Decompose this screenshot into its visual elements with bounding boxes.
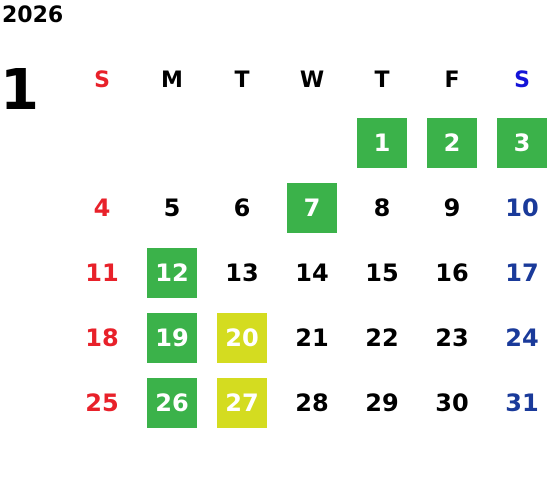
day-cell-27[interactable]: 27 bbox=[207, 370, 277, 435]
day-number: 23 bbox=[435, 323, 469, 352]
day-number: 3 bbox=[497, 117, 547, 168]
day-number: 6 bbox=[233, 193, 251, 222]
empty-day-cell bbox=[67, 110, 137, 175]
day-cell-25[interactable]: 25 bbox=[67, 370, 137, 435]
day-cell-31[interactable]: 31 bbox=[487, 370, 548, 435]
day-cell-28[interactable]: 28 bbox=[277, 370, 347, 435]
day-cell-20[interactable]: 20 bbox=[207, 305, 277, 370]
day-number: 17 bbox=[505, 258, 539, 287]
day-cell-23[interactable]: 23 bbox=[417, 305, 487, 370]
day-cell-7[interactable]: 7 bbox=[277, 175, 347, 240]
day-number: 15 bbox=[365, 258, 399, 287]
day-cell-3[interactable]: 3 bbox=[487, 110, 548, 175]
day-cell-6[interactable]: 6 bbox=[207, 175, 277, 240]
day-cell-9[interactable]: 9 bbox=[417, 175, 487, 240]
day-cell-21[interactable]: 21 bbox=[277, 305, 347, 370]
day-cell-14[interactable]: 14 bbox=[277, 240, 347, 305]
empty-day-cell bbox=[207, 110, 277, 175]
day-number: 11 bbox=[85, 258, 119, 287]
day-cell-26[interactable]: 26 bbox=[137, 370, 207, 435]
day-number: 5 bbox=[163, 193, 181, 222]
empty-day-cell bbox=[137, 110, 207, 175]
day-cell-18[interactable]: 18 bbox=[67, 305, 137, 370]
day-cell-4[interactable]: 4 bbox=[67, 175, 137, 240]
day-number: 14 bbox=[295, 258, 329, 287]
day-number: 9 bbox=[443, 193, 461, 222]
weekday-header-tuesday: T bbox=[234, 67, 250, 93]
day-number: 20 bbox=[217, 312, 267, 363]
day-number: 13 bbox=[225, 258, 259, 287]
day-number: 1 bbox=[357, 117, 407, 168]
day-number: 4 bbox=[93, 193, 111, 222]
weekday-header-wednesday: W bbox=[299, 67, 325, 93]
day-cell-11[interactable]: 11 bbox=[67, 240, 137, 305]
day-number: 12 bbox=[147, 247, 197, 298]
month-number: 1 bbox=[0, 58, 39, 123]
day-number: 24 bbox=[505, 323, 539, 352]
day-number: 22 bbox=[365, 323, 399, 352]
day-number: 29 bbox=[365, 388, 399, 417]
day-number: 19 bbox=[147, 312, 197, 363]
day-number: 26 bbox=[147, 377, 197, 428]
weekday-header-monday: M bbox=[161, 67, 183, 93]
day-number: 7 bbox=[287, 182, 337, 233]
day-number: 25 bbox=[85, 388, 119, 417]
day-number: 28 bbox=[295, 388, 329, 417]
weekday-header-friday: F bbox=[444, 67, 460, 93]
day-cell-2[interactable]: 2 bbox=[417, 110, 487, 175]
weekday-header-thursday: T bbox=[374, 67, 390, 93]
day-cell-22[interactable]: 22 bbox=[347, 305, 417, 370]
day-number: 10 bbox=[505, 193, 539, 222]
weekday-header-sunday: S bbox=[94, 67, 110, 93]
day-number: 8 bbox=[373, 193, 391, 222]
day-cell-10[interactable]: 10 bbox=[487, 175, 548, 240]
day-cell-16[interactable]: 16 bbox=[417, 240, 487, 305]
day-number: 18 bbox=[85, 323, 119, 352]
day-number: 30 bbox=[435, 388, 469, 417]
day-cell-5[interactable]: 5 bbox=[137, 175, 207, 240]
day-number: 2 bbox=[427, 117, 477, 168]
weekday-header-saturday: S bbox=[514, 67, 530, 93]
day-cell-19[interactable]: 19 bbox=[137, 305, 207, 370]
day-number: 21 bbox=[295, 323, 329, 352]
day-cell-15[interactable]: 15 bbox=[347, 240, 417, 305]
day-number: 27 bbox=[217, 377, 267, 428]
day-cell-12[interactable]: 12 bbox=[137, 240, 207, 305]
day-cell-24[interactable]: 24 bbox=[487, 305, 548, 370]
empty-day-cell bbox=[277, 110, 347, 175]
day-cell-1[interactable]: 1 bbox=[347, 110, 417, 175]
year-label: 2026 bbox=[2, 3, 64, 28]
day-cell-17[interactable]: 17 bbox=[487, 240, 548, 305]
day-cell-30[interactable]: 30 bbox=[417, 370, 487, 435]
day-cell-8[interactable]: 8 bbox=[347, 175, 417, 240]
day-cell-13[interactable]: 13 bbox=[207, 240, 277, 305]
day-cell-29[interactable]: 29 bbox=[347, 370, 417, 435]
day-number: 31 bbox=[505, 388, 539, 417]
day-number: 16 bbox=[435, 258, 469, 287]
